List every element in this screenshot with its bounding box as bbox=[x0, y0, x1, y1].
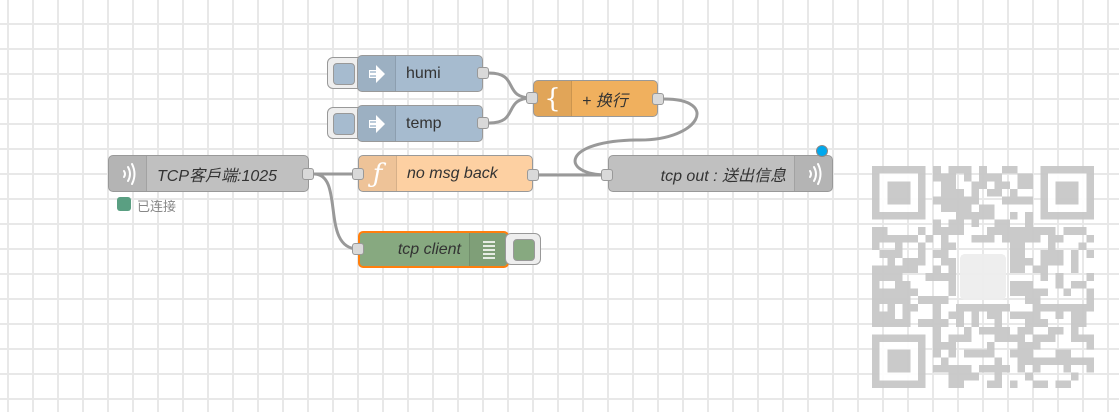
node-label: temp bbox=[406, 114, 442, 132]
function-icon: ƒ bbox=[359, 156, 397, 191]
node-label: no msg back bbox=[407, 164, 498, 182]
input-port[interactable] bbox=[352, 243, 364, 255]
qr-code-icon bbox=[872, 166, 1094, 388]
output-port[interactable] bbox=[477, 117, 489, 129]
node-debug[interactable]: tcp client bbox=[358, 231, 509, 268]
node-label: tcp client bbox=[397, 240, 461, 258]
arrow-in-icon bbox=[358, 56, 396, 91]
tcp-icon bbox=[794, 156, 832, 191]
input-port[interactable] bbox=[352, 168, 364, 180]
debug-button-face bbox=[513, 239, 535, 261]
list-icon bbox=[469, 233, 507, 266]
node-label: humi bbox=[406, 64, 441, 82]
node-template[interactable]: { + 换行 bbox=[533, 80, 658, 117]
output-port[interactable] bbox=[302, 168, 314, 180]
output-port[interactable] bbox=[477, 67, 489, 79]
arrow-in-icon bbox=[358, 106, 396, 141]
node-label: TCP客戶端:1025 bbox=[157, 167, 278, 185]
node-tcp-in[interactable]: TCP客戶端:1025 bbox=[108, 155, 309, 192]
node-label: + 换行 bbox=[582, 92, 628, 110]
node-inject-temp[interactable]: temp bbox=[357, 105, 483, 142]
status-text: 已连接 bbox=[137, 199, 177, 214]
node-changed-indicator bbox=[816, 145, 828, 157]
output-port[interactable] bbox=[652, 93, 664, 105]
node-tcp-out[interactable]: tcp out : 送出信息 bbox=[608, 155, 833, 192]
inject-button-face bbox=[333, 113, 355, 135]
qr-code-watermark bbox=[872, 166, 1094, 388]
brace-icon: { bbox=[534, 81, 572, 116]
tcp-icon bbox=[109, 156, 147, 191]
wire-tcp-in-to-debug[interactable] bbox=[313, 172, 359, 251]
node-function[interactable]: ƒ no msg back bbox=[358, 155, 533, 192]
output-port[interactable] bbox=[527, 169, 539, 181]
input-port[interactable] bbox=[601, 169, 613, 181]
input-port[interactable] bbox=[526, 92, 538, 104]
status-indicator bbox=[117, 197, 131, 211]
debug-toggle-button[interactable] bbox=[505, 233, 541, 265]
node-inject-humi[interactable]: humi bbox=[357, 55, 483, 92]
inject-button-face bbox=[333, 63, 355, 85]
node-label: tcp out : 送出信息 bbox=[660, 167, 786, 185]
